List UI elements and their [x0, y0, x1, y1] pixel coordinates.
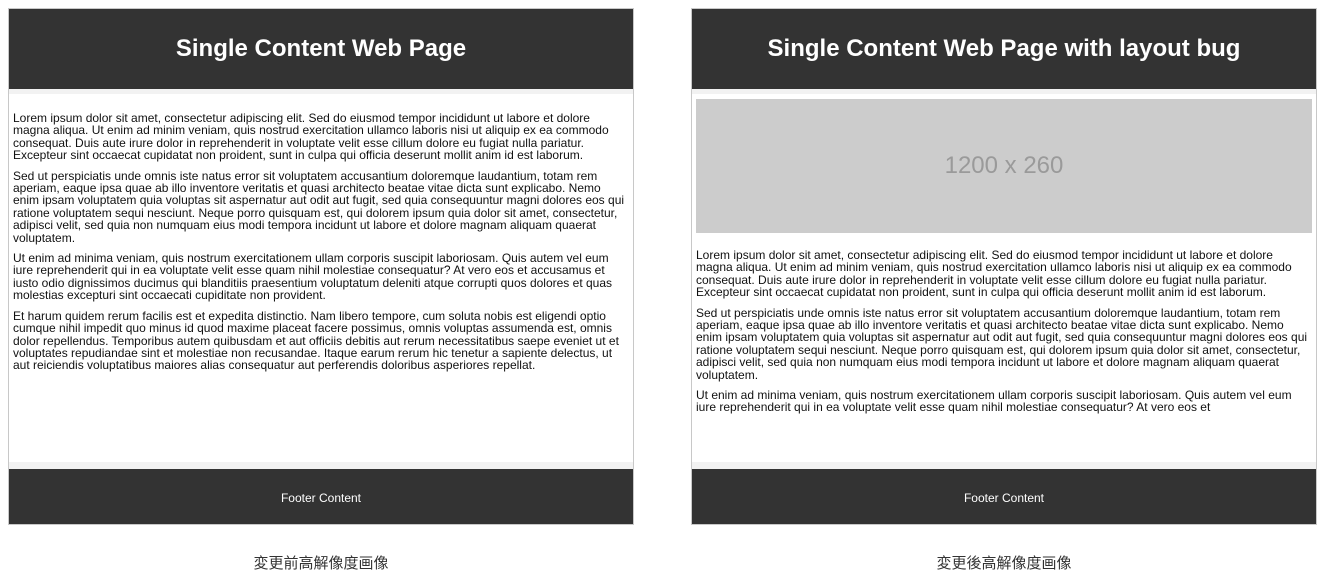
- page-footer: Footer Content: [692, 469, 1316, 524]
- image-placeholder-label: 1200 x 260: [944, 152, 1064, 179]
- main-content: Lorem ipsum dolor sit amet, consectetur …: [9, 94, 633, 462]
- page-header: Single Content Web Page: [9, 9, 633, 89]
- page-footer: Footer Content: [9, 469, 633, 524]
- body-paragraph: Sed ut perspiciatis unde omnis iste natu…: [696, 305, 1308, 382]
- body-paragraph: Et harum quidem rerum facilis est et exp…: [13, 308, 619, 373]
- body-paragraph: Sed ut perspiciatis unde omnis iste natu…: [13, 168, 625, 245]
- original-page-screenshot: Single Content Web Page Lorem ipsum dolo…: [8, 8, 634, 525]
- caption-before: 変更前高解像度画像: [253, 554, 389, 572]
- body-paragraph: Lorem ipsum dolor sit amet, consectetur …: [696, 248, 1292, 300]
- main-content: 1200 x 260 Lorem ipsum dolor sit amet, c…: [692, 94, 1316, 462]
- body-paragraph: Ut enim ad minima veniam, quis nostrum e…: [696, 388, 1292, 415]
- footer-text: Footer Content: [963, 490, 1045, 505]
- page-header: Single Content Web Page with layout bug: [692, 9, 1316, 89]
- image-placeholder: 1200 x 260: [696, 99, 1312, 233]
- page-title: Single Content Web Page with layout bug: [767, 35, 1241, 62]
- caption-after: 変更後高解像度画像: [936, 554, 1072, 572]
- body-paragraph: Ut enim ad minima veniam, quis nostrum e…: [13, 251, 613, 303]
- page-title: Single Content Web Page: [175, 35, 467, 62]
- body-paragraph: Lorem ipsum dolor sit amet, consectetur …: [13, 111, 609, 163]
- layout-bug-page-screenshot: Single Content Web Page with layout bug …: [691, 8, 1317, 525]
- footer-text: Footer Content: [280, 490, 362, 505]
